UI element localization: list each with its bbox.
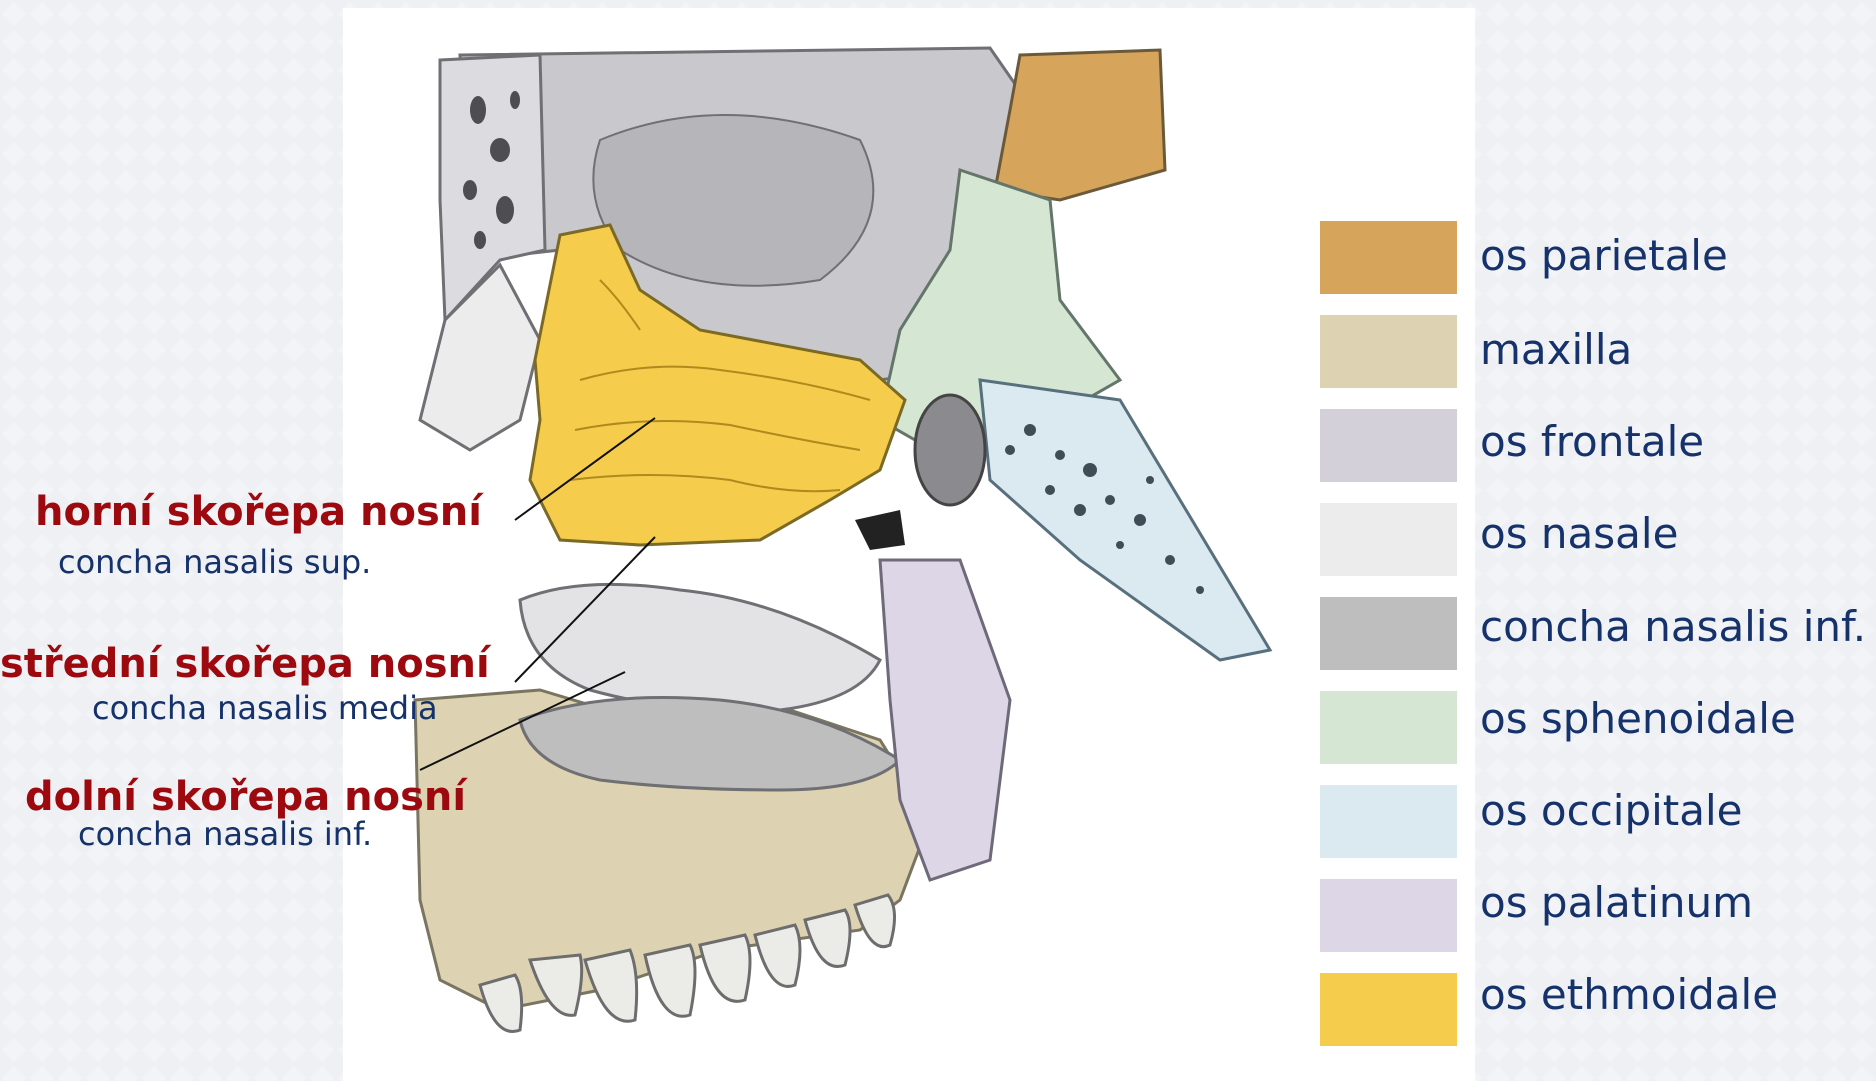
legend-swatch-concha-inf (1320, 597, 1457, 670)
legend-label-concha-inf: concha nasalis inf. (1480, 603, 1866, 651)
legend-swatch-ethmoidale (1320, 973, 1457, 1046)
legend-label-ethmoidale: os ethmoidale (1480, 971, 1778, 1019)
legend-label-occipitale: os occipitale (1480, 787, 1743, 835)
legend-swatch-palatinum (1320, 879, 1457, 952)
legend-swatch-sphenoidale (1320, 691, 1457, 764)
callout-title-inferior: dolní skořepa nosní (25, 775, 466, 819)
skull-lateral-nasal-wall-illustration (343, 8, 1475, 1081)
callout-subtitle-superior: concha nasalis sup. (58, 544, 371, 580)
legend-swatch-occipitale (1320, 785, 1457, 858)
legend-swatch-maxilla (1320, 315, 1457, 388)
legend-label-maxilla: maxilla (1480, 326, 1632, 374)
legend-swatch-parietale (1320, 221, 1457, 294)
callout-subtitle-media: concha nasalis media (92, 690, 438, 726)
legend-label-palatinum: os palatinum (1480, 879, 1753, 927)
parietale-region (995, 50, 1165, 200)
callout-title-superior: horní skořepa nosní (35, 490, 482, 534)
legend-label-nasale: os nasale (1480, 510, 1678, 558)
callout-subtitle-inferior: concha nasalis inf. (78, 816, 372, 852)
legend-swatch-nasale (1320, 503, 1457, 576)
legend-label-frontale: os frontale (1480, 418, 1704, 466)
legend-swatch-frontale (1320, 409, 1457, 482)
legend-label-parietale: os parietale (1480, 232, 1728, 280)
callout-title-media: střední skořepa nosní (0, 642, 490, 686)
legend-label-sphenoidale: os sphenoidale (1480, 695, 1796, 743)
